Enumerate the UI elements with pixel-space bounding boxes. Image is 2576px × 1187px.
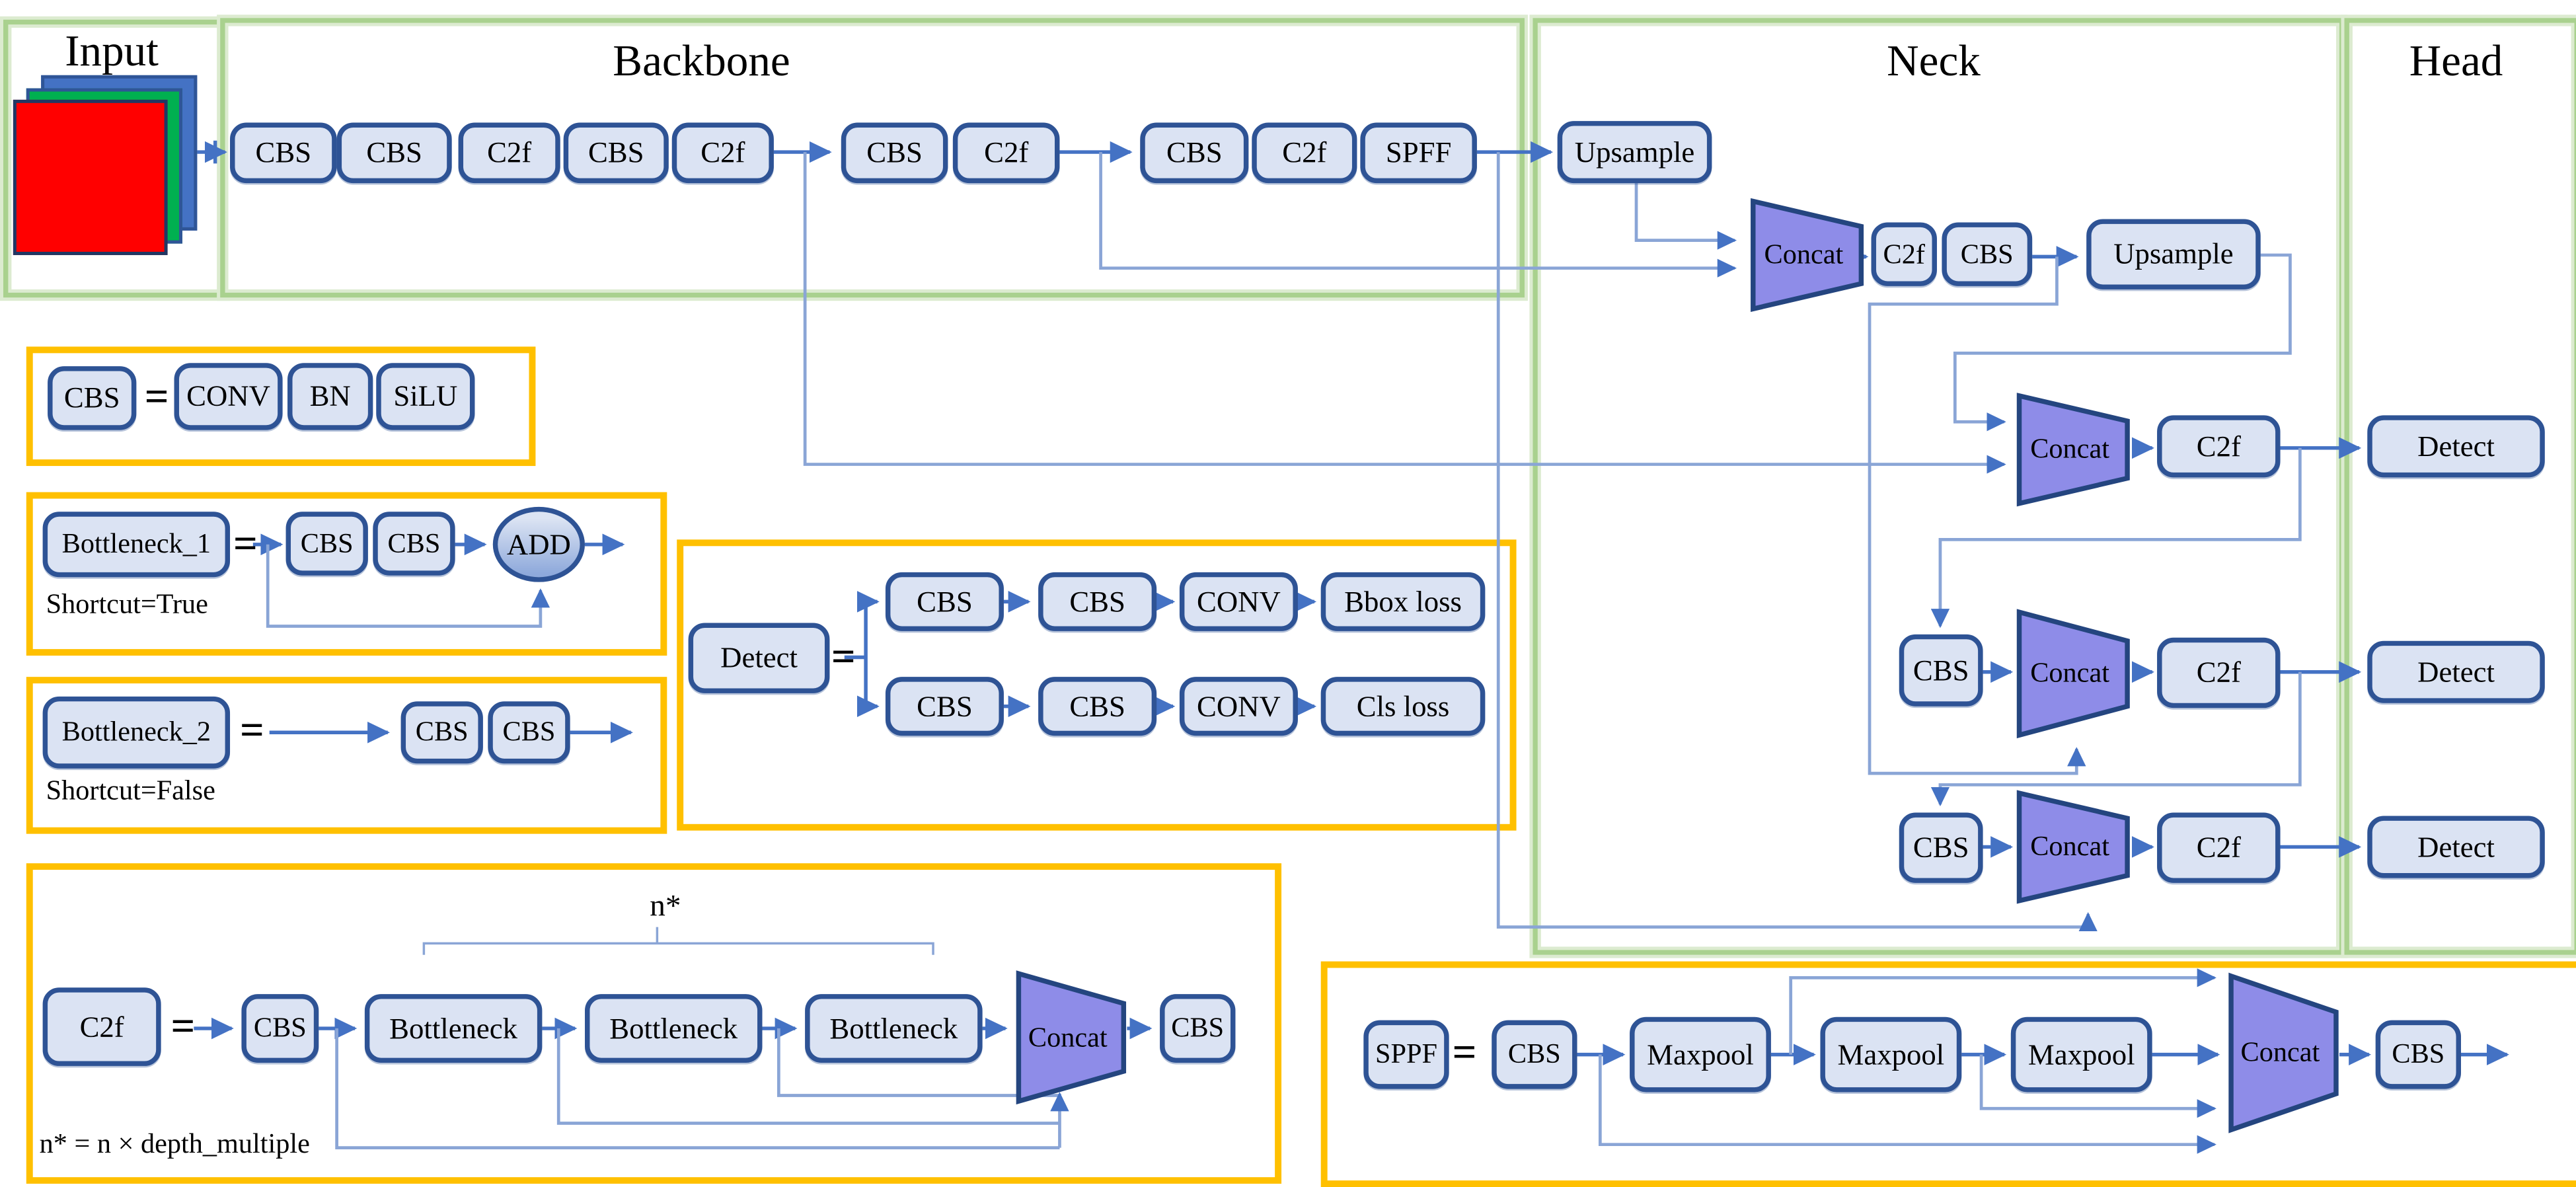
main-flow-connectors: [197, 140, 2362, 858]
legend-bottleneck1-cbs-2: CBS: [373, 512, 455, 576]
neck-upsample-1: Upsample: [1557, 121, 1712, 184]
backbone-c2f-1: C2f: [458, 122, 560, 184]
legend-bottleneck1-lhs: Bottleneck_1: [42, 512, 231, 578]
neck-c2f-3: C2f: [2157, 637, 2281, 708]
backbone-c2f-2: C2f: [671, 122, 774, 184]
backbone-sppf: SPFF: [1360, 122, 1477, 184]
legend-c2f-lhs: C2f: [42, 987, 161, 1066]
legend-sppf-maxpool-2: Maxpool: [1820, 1016, 1962, 1092]
legend-c2f-concat-label: Concat: [1028, 1020, 1108, 1052]
legend-c2f-n-label: n*: [650, 889, 681, 924]
legend-bottleneck1-equals: =: [233, 519, 258, 568]
neck-concat-3: Concat: [2016, 608, 2131, 739]
legend-c2f-equals: =: [170, 1002, 196, 1050]
legend-sppf-maxpool-1: Maxpool: [1630, 1016, 1771, 1092]
legend-cbs-conv: CONV: [174, 363, 283, 430]
legend-c2f-cbs-out: CBS: [1160, 994, 1236, 1063]
legend-detect-equals: =: [831, 632, 856, 681]
legend-detect-lhs: Detect: [688, 623, 830, 693]
legend-bottleneck2-cbs-1: CBS: [400, 701, 483, 764]
legend-bottleneck2-cbs-2: CBS: [488, 701, 570, 764]
backbone-cbs-4: CBS: [841, 122, 948, 184]
legend-sppf-lhs: SPPF: [1363, 1020, 1449, 1089]
legend-cbs-equals: =: [144, 373, 169, 420]
neck-cbs-3: CBS: [1899, 812, 1983, 883]
neck-concat-4-label: Concat: [2030, 830, 2109, 862]
head-title: Head: [2409, 36, 2503, 85]
backbone-cbs-5: CBS: [1140, 122, 1249, 184]
legend-cbs-silu: SiLU: [376, 363, 475, 430]
legend-bottleneck2-note: Shortcut=False: [46, 775, 215, 806]
backbone-c2f-4: C2f: [1252, 122, 1357, 184]
legend-cbs-lhs: CBS: [48, 366, 137, 430]
neck-concat-2-label: Concat: [2030, 433, 2109, 465]
neck-title: Neck: [1887, 36, 1981, 85]
legend-bottleneck2-lhs: Bottleneck_2: [42, 696, 231, 769]
legend-c2f-bottleneck-2: Bottleneck: [585, 994, 763, 1063]
neck-cbs-2: CBS: [1899, 634, 1983, 707]
head-detect-1: Detect: [2367, 415, 2545, 478]
legend-c2f-cbs-in: CBS: [241, 994, 319, 1063]
neck-cbs-1: CBS: [1942, 222, 2033, 286]
legend-bottleneck1-note: Shortcut=True: [46, 588, 208, 620]
head-detect-3: Detect: [2367, 816, 2545, 878]
legend-bottleneck1-cbs-1: CBS: [285, 512, 368, 576]
legend-detect-bbox-loss: Bbox loss: [1320, 572, 1486, 631]
legend-sppf-concat-label: Concat: [2240, 1036, 2320, 1068]
legend-c2f-note: n* = n × depth_multiple: [39, 1128, 310, 1159]
backbone-cbs-3: CBS: [563, 122, 669, 184]
legend-c2f-bottleneck-1: Bottleneck: [364, 994, 543, 1063]
neck-upsample-2: Upsample: [2086, 219, 2261, 289]
backbone-c2f-3: C2f: [952, 122, 1060, 184]
neck-concat-3-label: Concat: [2030, 657, 2109, 689]
backbone-title: Backbone: [613, 36, 790, 85]
legend-sppf-maxpool-3: Maxpool: [2010, 1016, 2152, 1092]
neck-concat-1: Concat: [1750, 198, 1865, 312]
legend-detect-bottom-cbs-1: CBS: [885, 677, 1004, 736]
legend-bottleneck1-add: ADD: [492, 506, 586, 582]
neck-c2f-2: C2f: [2157, 415, 2281, 478]
legend-cbs-bn: BN: [287, 363, 373, 430]
legend-sppf-concat: Concat: [2228, 971, 2339, 1134]
legend-sppf-cbs-in: CBS: [1492, 1020, 1577, 1089]
legend-c2f-bottleneck-3: Bottleneck: [805, 994, 983, 1063]
legend-detect-top-conv: CONV: [1179, 572, 1298, 631]
head-panel: [2344, 18, 2576, 955]
skip-connectors: [803, 152, 2302, 932]
legend-connectors: [194, 533, 2509, 1154]
neck-concat-4: Concat: [2016, 790, 2131, 904]
backbone-cbs-2: CBS: [336, 122, 452, 184]
neck-concat-1-label: Concat: [1764, 239, 1844, 270]
head-detect-2: Detect: [2367, 640, 2545, 703]
neck-c2f-1: C2f: [1871, 222, 1937, 286]
legend-detect-bottom-conv: CONV: [1179, 677, 1298, 736]
legend-sppf-cbs-out: CBS: [2375, 1020, 2461, 1089]
legend-detect-top-cbs-1: CBS: [885, 572, 1004, 631]
legend-sppf-equals: =: [1452, 1028, 1477, 1076]
legend-detect-top-cbs-2: CBS: [1038, 572, 1157, 631]
legend-bottleneck2-equals: =: [239, 706, 264, 754]
legend-c2f-concat: Concat: [1015, 970, 1127, 1105]
backbone-cbs-1: CBS: [230, 122, 337, 184]
legend-detect-cls-loss: Cls loss: [1320, 677, 1486, 736]
input-title: Input: [65, 26, 159, 75]
neck-concat-2: Concat: [2016, 393, 2131, 507]
legend-detect-bottom-cbs-2: CBS: [1038, 677, 1157, 736]
neck-c2f-4: C2f: [2157, 812, 2281, 883]
input-channel-red: [13, 99, 168, 255]
